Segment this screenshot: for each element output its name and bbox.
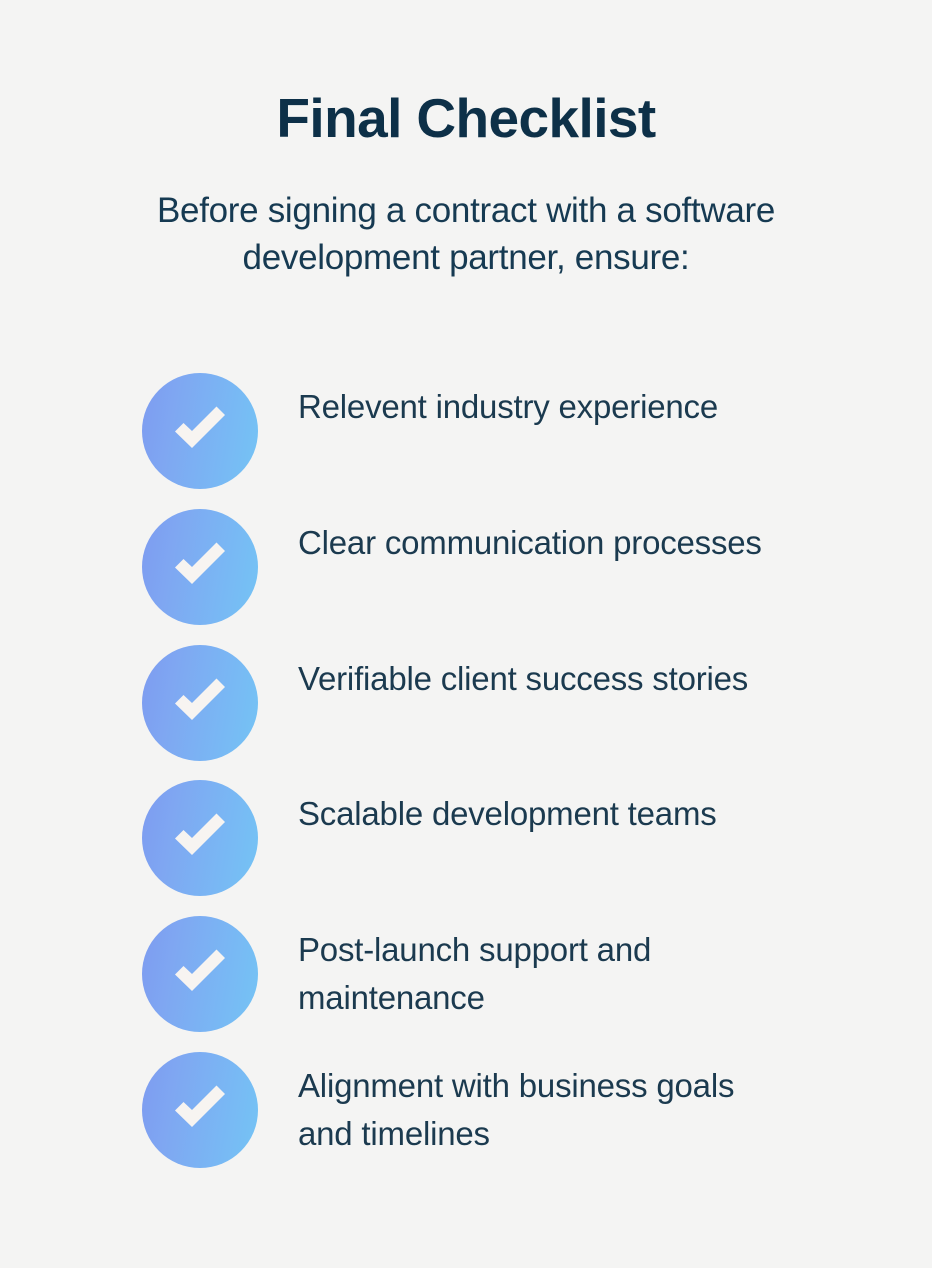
list-item-label: Alignment with business goals and timeli…	[298, 1066, 735, 1152]
check-icon	[142, 780, 258, 897]
list-item: Clear communication processes	[142, 508, 802, 645]
list-item: Post-launch support and maintenance	[142, 916, 802, 1052]
list-item: Alignment with business goals and timeli…	[142, 1051, 802, 1188]
list-item: Scalable development teams	[142, 780, 802, 916]
list-item-label: Scalable development teams	[298, 795, 717, 833]
page-subtitle: Before signing a contract with a softwar…	[156, 190, 776, 278]
list-item: Verifiable client success stories	[142, 644, 802, 781]
list-item: Relevent industry experience	[142, 373, 802, 509]
list-item-label: Relevent industry experience	[298, 388, 718, 425]
page-title: Final Checklist	[276, 87, 656, 149]
check-icon	[142, 508, 258, 625]
check-icon	[142, 916, 258, 1033]
check-icon	[142, 1051, 258, 1168]
list-item-label: Post-launch support and maintenance	[298, 931, 652, 1017]
check-icon	[142, 373, 258, 489]
heading-block: Final Checklist Before signing a contrac…	[0, 0, 932, 282]
check-icon	[142, 644, 258, 761]
checklist: Relevent industry experience Clear commu…	[142, 373, 802, 1188]
list-item-label: Verifiable client success stories	[298, 659, 749, 697]
list-item-label: Clear communication processes	[298, 523, 762, 561]
